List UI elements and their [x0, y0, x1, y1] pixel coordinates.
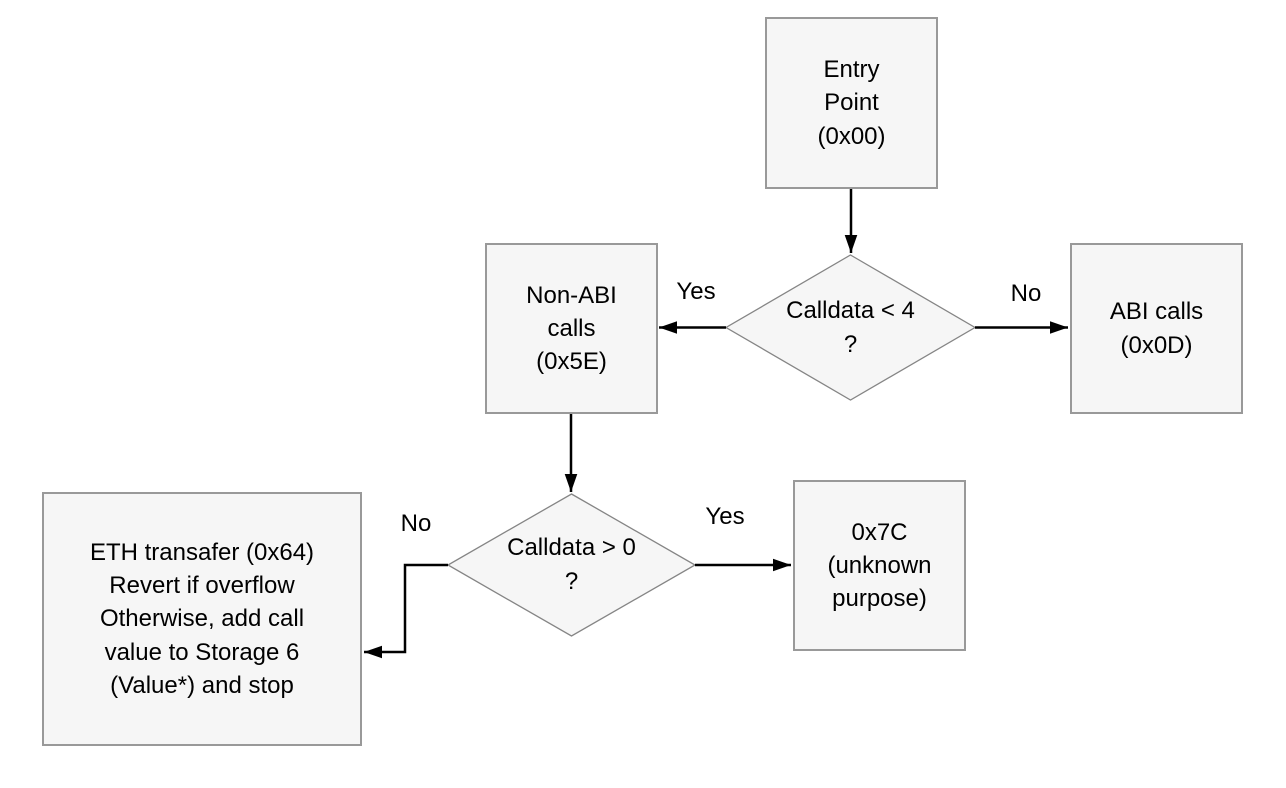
edge-label-no-calldata-gt-0: No: [400, 510, 432, 537]
edge-label-no-calldata-lt-4: No: [1010, 280, 1042, 307]
arrow-calldata-gt-0-no-to-eth-transfer: [364, 563, 448, 659]
decision-diamond-calldata-lt-4: [724, 254, 977, 401]
decision-diamond-calldata-gt-0: [446, 493, 697, 637]
node-abi-calls: ABI calls (0x0D): [1070, 243, 1243, 414]
node-non-abi-calls: Non-ABI calls (0x5E): [485, 243, 658, 414]
node-0x7c-unknown-purpose: 0x7C (unknown purpose): [793, 480, 966, 651]
edge-label-yes-calldata-lt-4: Yes: [676, 278, 716, 305]
decision-label-calldata-gt-0: Calldata > 0 ?: [507, 534, 636, 595]
node-eth-transfer: ETH transafer (0x64) Revert if overflow …: [42, 492, 362, 746]
edge-label-yes-calldata-gt-0: Yes: [705, 503, 745, 530]
node-entry-point: Entry Point (0x00): [765, 17, 938, 189]
decision-label-calldata-lt-4: Calldata < 4 ?: [786, 297, 915, 358]
